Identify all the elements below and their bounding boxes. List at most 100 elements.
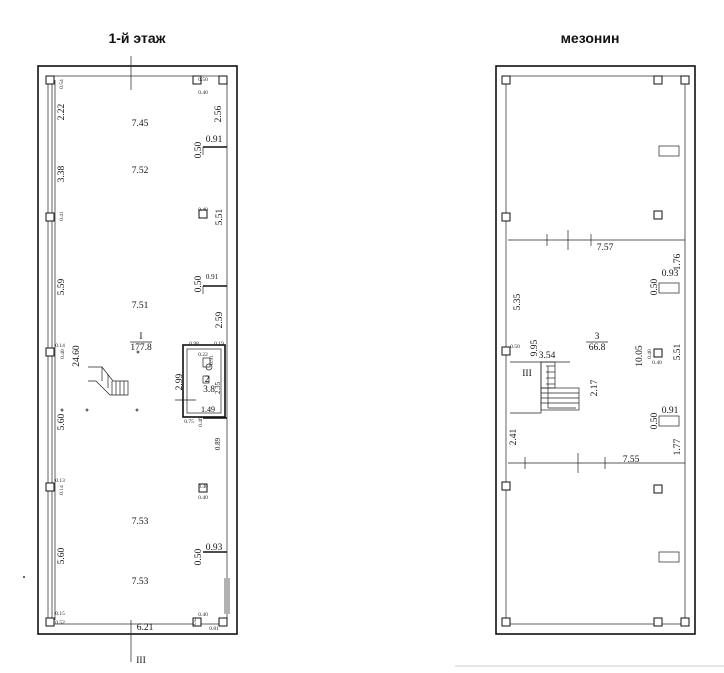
column [218,75,228,85]
column [198,483,208,493]
dim-label: 3.54 [539,351,556,361]
dim-label: 9.95 [530,339,540,356]
column [653,348,663,358]
mezzanine-outer-wall [495,65,696,635]
dim-label: 5.35 [513,293,523,310]
mezzanine-plan: 3 66.8 III 7.57 0.93 3.54 0.91 7.55 0.50… [495,65,696,635]
dim-label: 5.60 [57,547,67,564]
dim-label: 7.52 [132,166,149,176]
floor1-room-number: I [139,332,142,342]
small-label: 0.40 [198,495,208,501]
small-label: 0.40 [198,90,208,96]
column [501,346,511,356]
column [501,481,511,491]
dim-label: 0.91 [206,135,223,145]
dim-label: 7.45 [132,119,149,129]
dim-label: 7.51 [132,301,149,311]
small-label: 0.40 [198,207,208,213]
dim-label: 7.55 [623,455,640,465]
wc-room [182,344,226,418]
small-label: 0.50 [510,344,520,350]
dim-label: 5.59 [57,278,67,295]
dim-label: 1.49 [201,405,215,414]
dim-label: 2.41 [509,428,519,445]
dim-label: 2.56 [214,105,224,122]
overall-length-label: 24.60 [72,345,82,367]
floor1-title: 1-й этаж [108,30,166,46]
column [501,212,511,222]
small-label: 0.40 [652,360,662,366]
small-label: 0.91 [209,355,215,365]
dim-label: 0.50 [194,548,204,565]
dim-label: 2.35 [214,381,222,394]
small-label: 0.52 [55,620,65,626]
wc-room-number: 2 [205,375,210,385]
small-label: 0.15 [55,611,65,617]
small-label: 0.13 [55,478,65,484]
small-label: 0.14 [55,343,65,349]
dim-label: 10.05 [635,345,645,367]
dim-label: 0.50 [194,275,204,292]
dim-label: 7.53 [132,577,149,587]
small-label: 0.14 [59,485,65,495]
column [653,617,663,627]
column [653,210,663,220]
floor1-staircase [88,366,129,396]
dim-label: 1.77 [673,438,683,455]
dim-label: 0.50 [650,278,660,295]
column [45,75,55,85]
small-label: 0.40 [647,349,653,359]
floor1-plan: I 177.8 2 3.8 7.45 7.52 7.51 7.53 7.53 0… [37,56,238,666]
section-mark: III [136,656,146,666]
bottom-width-label: 6.21 [137,623,154,633]
column [198,209,208,219]
small-label: 0.41 [59,211,65,221]
small-label: 0.54 [59,79,65,89]
mezzanine-staircase [540,361,580,411]
dim-label: 5.51 [215,208,225,225]
column [680,75,690,85]
small-label: 0.98 [189,341,199,347]
dim-label: 2.99 [175,373,185,390]
small-label: 0.19 [214,341,224,347]
small-label: 0.40 [198,484,208,490]
small-label: 0.75 [184,419,194,425]
dim-label: 1.76 [673,253,683,270]
mezzanine-room-number: 3 [595,332,600,342]
dim-label: 3.38 [57,165,67,182]
column [680,617,690,627]
small-label: 0.40 [198,612,208,618]
mezzanine-title: мезонин [561,30,620,46]
dim-label: 7.53 [132,517,149,527]
column [45,617,55,627]
small-label: 0.46 [198,417,204,427]
dim-label: 0.93 [662,269,679,279]
small-label: 0.81 [209,626,219,632]
column [45,482,55,492]
dim-label: 7.57 [597,243,614,253]
column [653,484,663,494]
column [653,75,663,85]
dim-label: 0.93 [206,543,223,553]
small-label: 0.50 [198,77,208,83]
small-label: 0.52 [192,617,198,627]
dim-label: 2.22 [57,103,67,120]
dim-label: 2.17 [590,379,600,396]
dim-label: 5.60 [57,413,67,430]
wc-room-area: 3.8 [203,385,215,395]
mezzanine-room-area: 66.8 [589,343,606,353]
column [218,617,228,627]
dim-label: 0.89 [214,437,222,450]
column [45,212,55,222]
column [501,75,511,85]
dim-label: 2.59 [215,311,225,328]
floor1-outer-wall [37,65,238,635]
column [192,617,202,627]
small-label: 0.40 [60,349,66,359]
column [192,75,202,85]
dim-label: 0.50 [194,141,204,158]
small-label: 0.22 [198,352,208,358]
dim-label: 0.50 [650,412,660,429]
floor1-room-area: 177.8 [130,343,152,353]
